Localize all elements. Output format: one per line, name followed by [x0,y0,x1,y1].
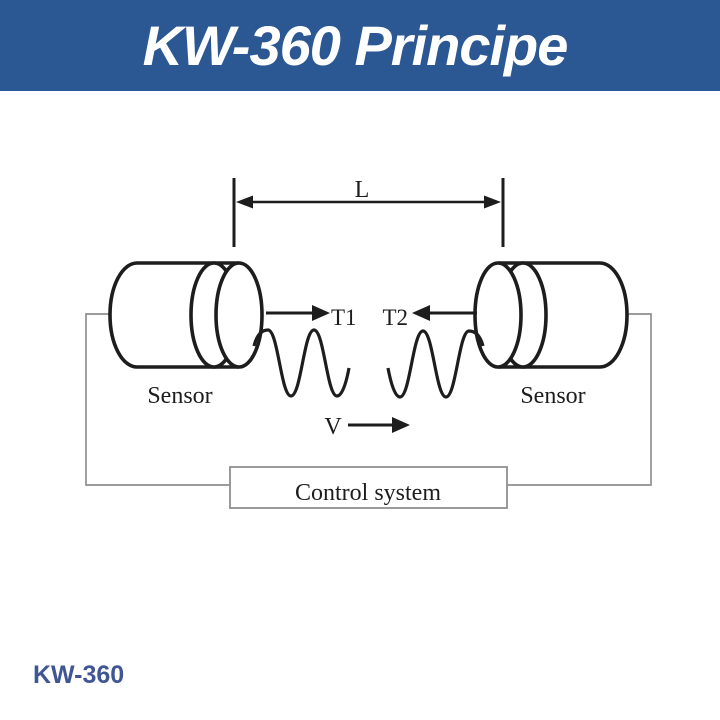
velocity-arrow: V [324,414,410,440]
right-ultrasonic-wave [386,329,485,399]
right-sensor-label: Sensor [520,383,585,409]
t1-arrow: T1 [266,305,357,330]
velocity-arrowhead-icon [392,417,410,433]
right-sensor: Sensor [473,261,629,409]
dimension-right-arrowhead-icon [484,195,501,209]
title-banner: KW-360 Principe [0,0,720,91]
left-sensor: Sensor [108,261,264,409]
t1-label: T1 [331,305,357,330]
left-sensor-wire [85,313,230,486]
t1-arrowhead-icon [312,305,330,321]
left-sensor-label: Sensor [147,383,212,409]
page-title: KW-360 Principe [142,14,569,77]
left-sensor-face [214,261,264,369]
control-system: Control system [229,466,508,509]
control-system-box [229,466,508,509]
t2-arrow: T2 [382,305,477,330]
control-system-label: Control system [295,480,441,506]
right-sensor-face [473,261,523,369]
left-ultrasonic-wave [252,328,351,398]
dimension-left-arrowhead-icon [236,195,253,209]
right-sensor-wire [507,313,652,486]
dimension-l: L [232,177,505,247]
t2-label: T2 [382,305,408,330]
velocity-label: V [324,414,342,440]
dimension-label: L [355,177,370,203]
t2-arrowhead-icon [412,305,430,321]
model-label: KW-360 [33,661,125,689]
